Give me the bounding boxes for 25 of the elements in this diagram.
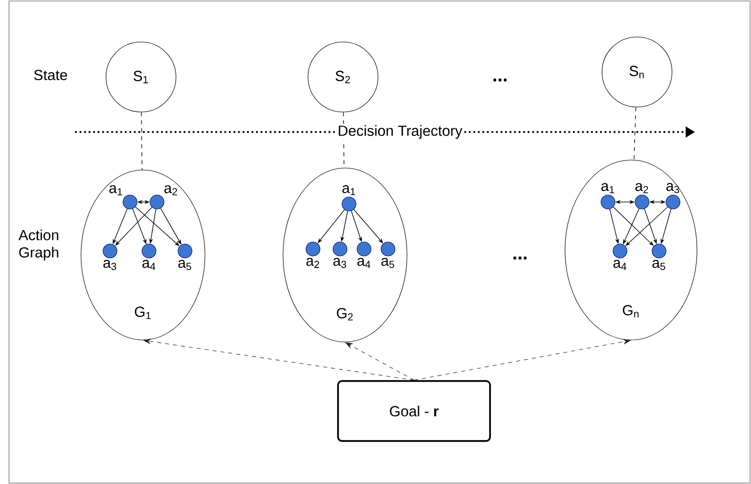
vertex-label: a$_{2}$ [164, 185, 178, 196]
vertex-label: a$_{3}$ [103, 260, 116, 270]
row-label: Action Graph [18, 230, 58, 260]
vertex-label: a$_{4}$ [142, 260, 156, 270]
vertex-label: a$_{4}$ [357, 258, 370, 268]
vertex-label: a$_{3}$ [333, 258, 346, 268]
connector-line [634, 106, 636, 160]
vertex-label: a$_{3}$ [666, 182, 680, 194]
vertex-label: a$_{5}$ [178, 260, 192, 270]
trajectory-label: Decision Trajectory [336, 124, 464, 140]
goal-box: Goal - r [337, 380, 491, 442]
arrow [345, 342, 414, 380]
connector-line [141, 112, 142, 170]
vertex-label: a$_{1}$ [342, 185, 356, 196]
ellipsis: ... [514, 256, 526, 260]
arrow [414, 338, 631, 380]
vertex-label: a$_{5}$ [652, 260, 666, 270]
vertex-label: a$_{1}$ [601, 183, 614, 194]
ellipsis: ... [494, 78, 506, 82]
vertex-label: a$_{1}$ [109, 185, 122, 196]
vertex-label: a$_{5}$ [381, 258, 394, 268]
vertex-label: a$_{2}$ [306, 258, 320, 268]
row-label: State [34, 70, 68, 80]
vertex-label: a$_{4}$ [613, 260, 626, 270]
vertex-label: a$_{2}$ [635, 183, 648, 194]
